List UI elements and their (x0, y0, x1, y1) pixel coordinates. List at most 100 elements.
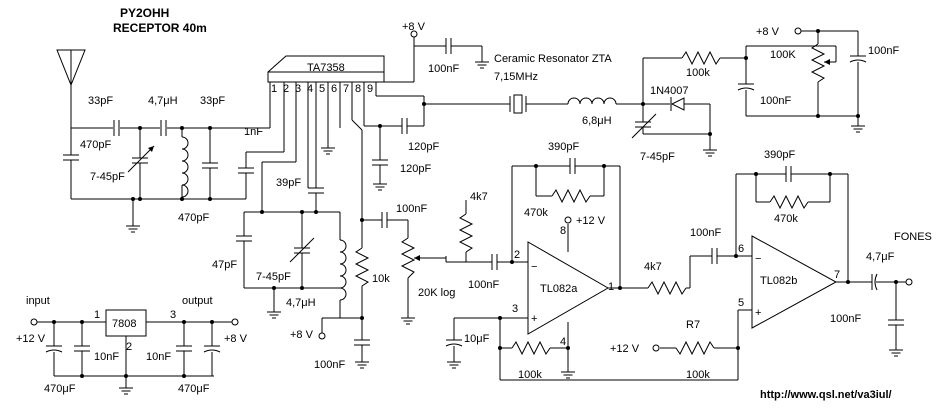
cap-470uf-out-label: 470μF (178, 383, 210, 395)
cap-100nf-out-label: 100nF (830, 313, 861, 325)
cap-1nf-label: 1nF (244, 126, 263, 138)
title-line1: PY2OHH (120, 6, 169, 20)
regulator-pin2: 2 (126, 341, 132, 353)
ic-ta7358-pin4: 4 (307, 83, 313, 95)
opamp-a-pin1: 1 (608, 281, 614, 293)
supply-8v-top-label: +8 V (402, 21, 426, 33)
svg-text:−: − (531, 261, 537, 273)
output-label: output (182, 295, 213, 307)
cap-10nf-in-label: 10nF (94, 351, 119, 363)
resistor-10k-label: 10k (372, 273, 390, 285)
cap-100nf-opamp-a-in-label: 100nF (468, 279, 499, 291)
input-label: input (26, 295, 50, 307)
supply-8v-pot-label: +8 V (756, 26, 780, 38)
resistor-100k-bias-1-label: 100k (518, 369, 542, 381)
cap-10uf-label: 10μF (464, 333, 490, 345)
pot-20k-log-label: 20K log (418, 287, 455, 299)
trimmer-7-45pf-3-label: 7-45pF (256, 271, 291, 283)
opamp-a-feedback (511, 158, 640, 372)
title-line2: RECEPTOR 40m (113, 21, 207, 35)
cap-33pf-1-label: 33pF (88, 95, 113, 107)
ic-ta7358-pin1: 1 (271, 83, 277, 95)
psu-wiring (37, 321, 232, 388)
resonator-chain (375, 82, 643, 114)
opamp-tl082a-label: TL082a (540, 283, 578, 295)
ic-ta7358-pin6: 6 (331, 83, 337, 95)
svg-text:+: + (531, 313, 537, 325)
regulator-pin1: 1 (94, 309, 100, 321)
osc-supply-wiring (376, 34, 483, 83)
resistor-470k-2-label: 470k (774, 213, 798, 225)
volume-pot-wiring (362, 212, 447, 318)
cap-470pf-1-label: 470pF (80, 139, 111, 151)
ic-ta7358-label: TA7358 (307, 62, 345, 74)
opamp-tl082b: − + (751, 235, 838, 329)
opamp-b-pin6: 6 (738, 243, 744, 255)
cap-100nf-bypass-label: 100nF (314, 359, 345, 371)
source-url: http://www.qsl.net/va3iul/ (760, 389, 892, 401)
resonator-label: Ceramic Resonator ZTA (494, 53, 612, 65)
resistor-4k7-2-label: 4k7 (644, 261, 662, 273)
cap-4-7uf-label: 4,7μF (866, 251, 895, 263)
opamp-a-pin4: 4 (560, 336, 566, 348)
mixer-out-wiring (236, 82, 370, 362)
supply-8v-out-label: +8 V (224, 333, 248, 345)
headphone-output (871, 273, 906, 350)
cap-33pf-1 (113, 120, 120, 136)
resistor-100k-bias-2-label: 100k (686, 369, 710, 381)
opamp-a-pin3: 3 (512, 303, 518, 315)
opamp-tl082a: − + (527, 241, 610, 335)
ic-ta7358 (267, 55, 385, 83)
inductor-4-7uh-2-label: 4,7μH (286, 297, 316, 309)
pot-100k-label: 100K (770, 49, 796, 61)
opamp-tl082b-label: TL082b (760, 275, 797, 287)
diode-label: 1N4007 (650, 85, 689, 97)
pot-100k (745, 30, 867, 126)
supply-12v-opamp-a-label: +12 V (576, 215, 606, 227)
cap-100nf-pot-label: 100nF (868, 45, 899, 57)
antenna-symbol (56, 49, 86, 128)
fones-label: FONES (894, 231, 932, 243)
supply-12v-in-label: +12 V (16, 333, 46, 345)
input-tank-wiring (71, 82, 271, 200)
cap-100nf-bfo-label: 100nF (760, 95, 791, 107)
regulator-pin3: 3 (170, 309, 176, 321)
resistor-100k-bfo-label: 100k (686, 67, 710, 79)
cap-470pf-1 (63, 128, 79, 199)
ic-ta7358-pin3: 3 (295, 83, 301, 95)
ic-ta7358-pin7: 7 (343, 83, 349, 95)
opamp-b-feedback (660, 166, 872, 380)
svg-text:+: + (755, 307, 761, 319)
cap-33pf-2 (160, 120, 167, 136)
cap-1nf (238, 82, 285, 199)
osc-feedback-caps (363, 82, 425, 184)
trimmer-7-45pf-1 (127, 128, 155, 199)
cap-120pf-2-label: 120pF (400, 163, 431, 175)
cap-120pf-1-label: 120pF (408, 141, 439, 153)
resonator-freq-label: 7,15MHz (494, 71, 538, 83)
cap-33pf-2-label: 33pF (200, 95, 225, 107)
opamp-a-bias (445, 317, 738, 381)
ic-ta7358-pin5: 5 (319, 83, 325, 95)
cap-100nf-osc-label: 100nF (428, 63, 459, 75)
inductor-6-8uh-label: 6,8μH (582, 115, 612, 127)
cap-470uf-in-label: 470μF (44, 383, 76, 395)
ic-ta7358-pin8: 8 (355, 83, 361, 95)
cap-390pf-1-label: 390pF (548, 141, 579, 153)
inductor-4-7uh-1-label: 4,7μH (148, 95, 178, 107)
ic-ta7358-pin9: 9 (367, 83, 373, 95)
cap-470pf-2-label: 470pF (178, 212, 209, 224)
ic-ta7358-pin2: 2 (283, 83, 289, 95)
opamp-a-pin8: 8 (560, 225, 566, 237)
trimmer-7-45pf-2-label: 7-45pF (640, 151, 675, 163)
cap-47pf-label: 47pF (212, 259, 237, 271)
opamp-a-pin2: 2 (514, 249, 520, 261)
supply-12v-r7-label: +12 V (610, 343, 640, 355)
regulator-7808-label: 7808 (112, 318, 136, 330)
trimmer-7-45pf-1-label: 7-45pF (90, 171, 125, 183)
cap-10nf-out-label: 10nF (146, 351, 171, 363)
cap-470pf-2 (202, 128, 218, 199)
cap-100nf-interstage-label: 100nF (690, 227, 721, 239)
